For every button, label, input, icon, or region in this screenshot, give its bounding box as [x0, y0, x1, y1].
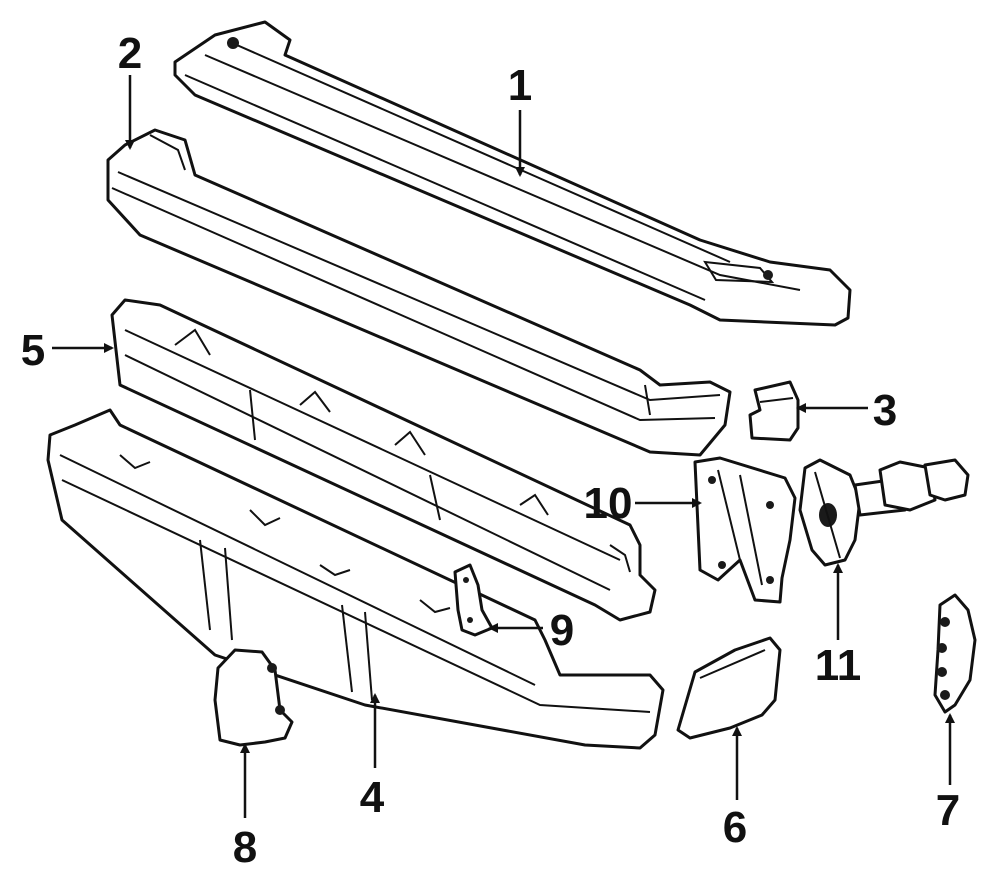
callout-2: 2 [118, 29, 142, 78]
callout-4: 4 [360, 773, 385, 822]
callout-3: 3 [873, 386, 897, 435]
part-11-shock-absorber [798, 458, 970, 567]
part-3-bracket [748, 380, 800, 442]
callout-1: 1 [508, 61, 532, 110]
callout-6: 6 [723, 803, 747, 852]
part-5-energy-absorber [110, 298, 657, 622]
callout-5: 5 [21, 326, 45, 375]
part-7-retainer [933, 593, 977, 714]
part-8-corner-piece [213, 648, 294, 747]
callouts: 1 2 3 4 5 6 7 8 9 10 11 [21, 29, 960, 872]
part-4-lower-face [46, 408, 665, 750]
part-10-mounting-bracket [693, 456, 797, 604]
leader-lines [52, 75, 955, 818]
callout-10: 10 [584, 479, 633, 528]
callout-9: 9 [550, 606, 574, 655]
part-2-bumper-cover [106, 128, 732, 457]
callout-7: 7 [936, 786, 960, 835]
part-1-reinforcement [173, 20, 852, 327]
part-6-end-cap [676, 636, 782, 740]
callout-11: 11 [815, 641, 862, 690]
callout-8: 8 [233, 823, 257, 872]
